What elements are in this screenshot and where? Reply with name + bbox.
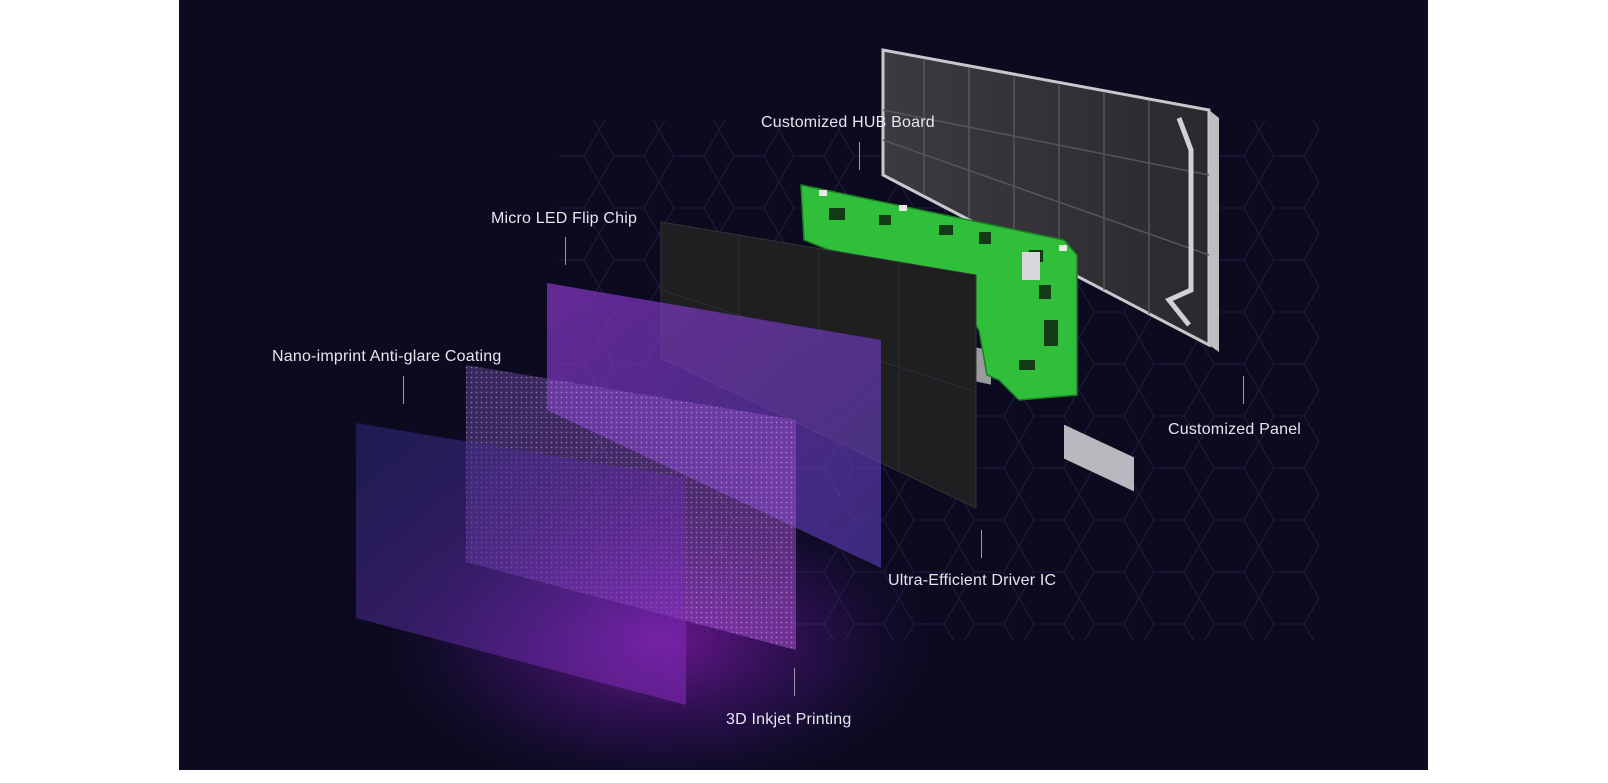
label-driver-ic: Ultra-Efficient Driver IC bbox=[888, 572, 1057, 589]
label-hub-board: Customized HUB Board bbox=[761, 114, 935, 131]
hub-board-graphic bbox=[800, 184, 1078, 401]
diagram-artwork bbox=[356, 48, 1319, 770]
inkjet-layer bbox=[356, 423, 686, 705]
leader-driver-ic bbox=[981, 530, 982, 558]
leader-panel bbox=[1243, 376, 1244, 404]
label-inkjet: 3D Inkjet Printing bbox=[726, 711, 852, 728]
label-panel: Customized Panel bbox=[1168, 421, 1302, 438]
label-anti-glare: Nano-imprint Anti-glare Coating bbox=[272, 348, 502, 365]
leader-anti-glare bbox=[403, 376, 404, 404]
exploded-diagram: Customized HUB Board Micro LED Flip Chip… bbox=[179, 0, 1428, 770]
label-flip-chip: Micro LED Flip Chip bbox=[491, 210, 638, 227]
leader-flip-chip bbox=[565, 237, 566, 265]
leader-inkjet bbox=[794, 668, 795, 696]
leader-hub-board bbox=[859, 142, 860, 170]
